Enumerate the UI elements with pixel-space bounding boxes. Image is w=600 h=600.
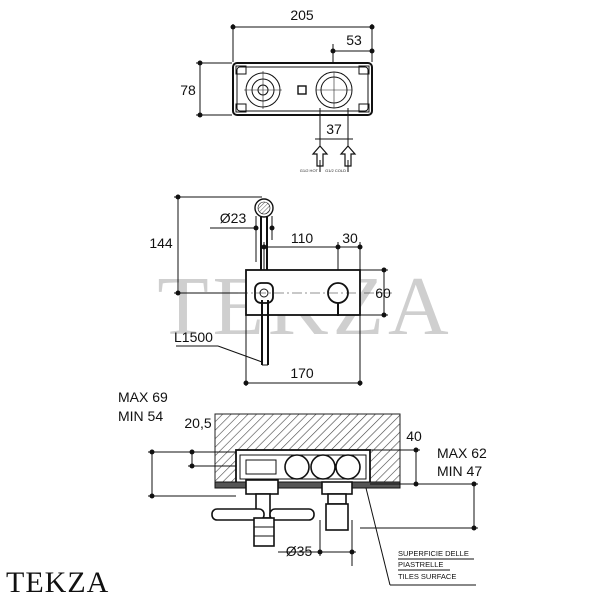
height-144-label: 144 — [149, 235, 173, 251]
height-label: 78 — [180, 82, 196, 98]
note-line-1: SUPERFICIE DELLE — [398, 549, 469, 558]
inset-label: 20,5 — [184, 415, 211, 431]
depth-min-label: MIN 54 — [118, 408, 163, 424]
plate-width-170-label: 170 — [290, 365, 314, 381]
right-offset-label: 53 — [346, 32, 362, 48]
inlet-hot-label: G1/2 HOT — [300, 168, 319, 173]
diameter-35-label: Ø35 — [286, 543, 313, 559]
side-view: MAX 69 MIN 54 20,5 40 MAX 62 MIN 47 — [118, 389, 487, 586]
hose-length-label: L1500 — [174, 329, 213, 345]
note-line-3: TILES SURFACE — [398, 572, 456, 581]
front-view: 144 Ø23 110 30 — [149, 194, 392, 386]
inlet-cold-label: G1/2 COLD — [325, 168, 346, 173]
edge-30-label: 30 — [342, 230, 358, 246]
body-min-label: MIN 47 — [437, 463, 482, 479]
note-line-2: PIASTRELLE — [398, 560, 443, 569]
spacing-label: 37 — [326, 121, 342, 137]
depth-max-label: MAX 69 — [118, 389, 168, 405]
top-40-label: 40 — [406, 428, 422, 444]
diameter-23-label: Ø23 — [220, 210, 247, 226]
width-label: 205 — [290, 7, 314, 23]
top-view: 205 53 78 — [180, 7, 375, 173]
offset-110-label: 110 — [291, 230, 314, 246]
body-max-label: MAX 62 — [437, 445, 487, 461]
brand-logo-text: TEKZA — [6, 566, 109, 599]
plate-height-60-label: 60 — [375, 285, 391, 301]
